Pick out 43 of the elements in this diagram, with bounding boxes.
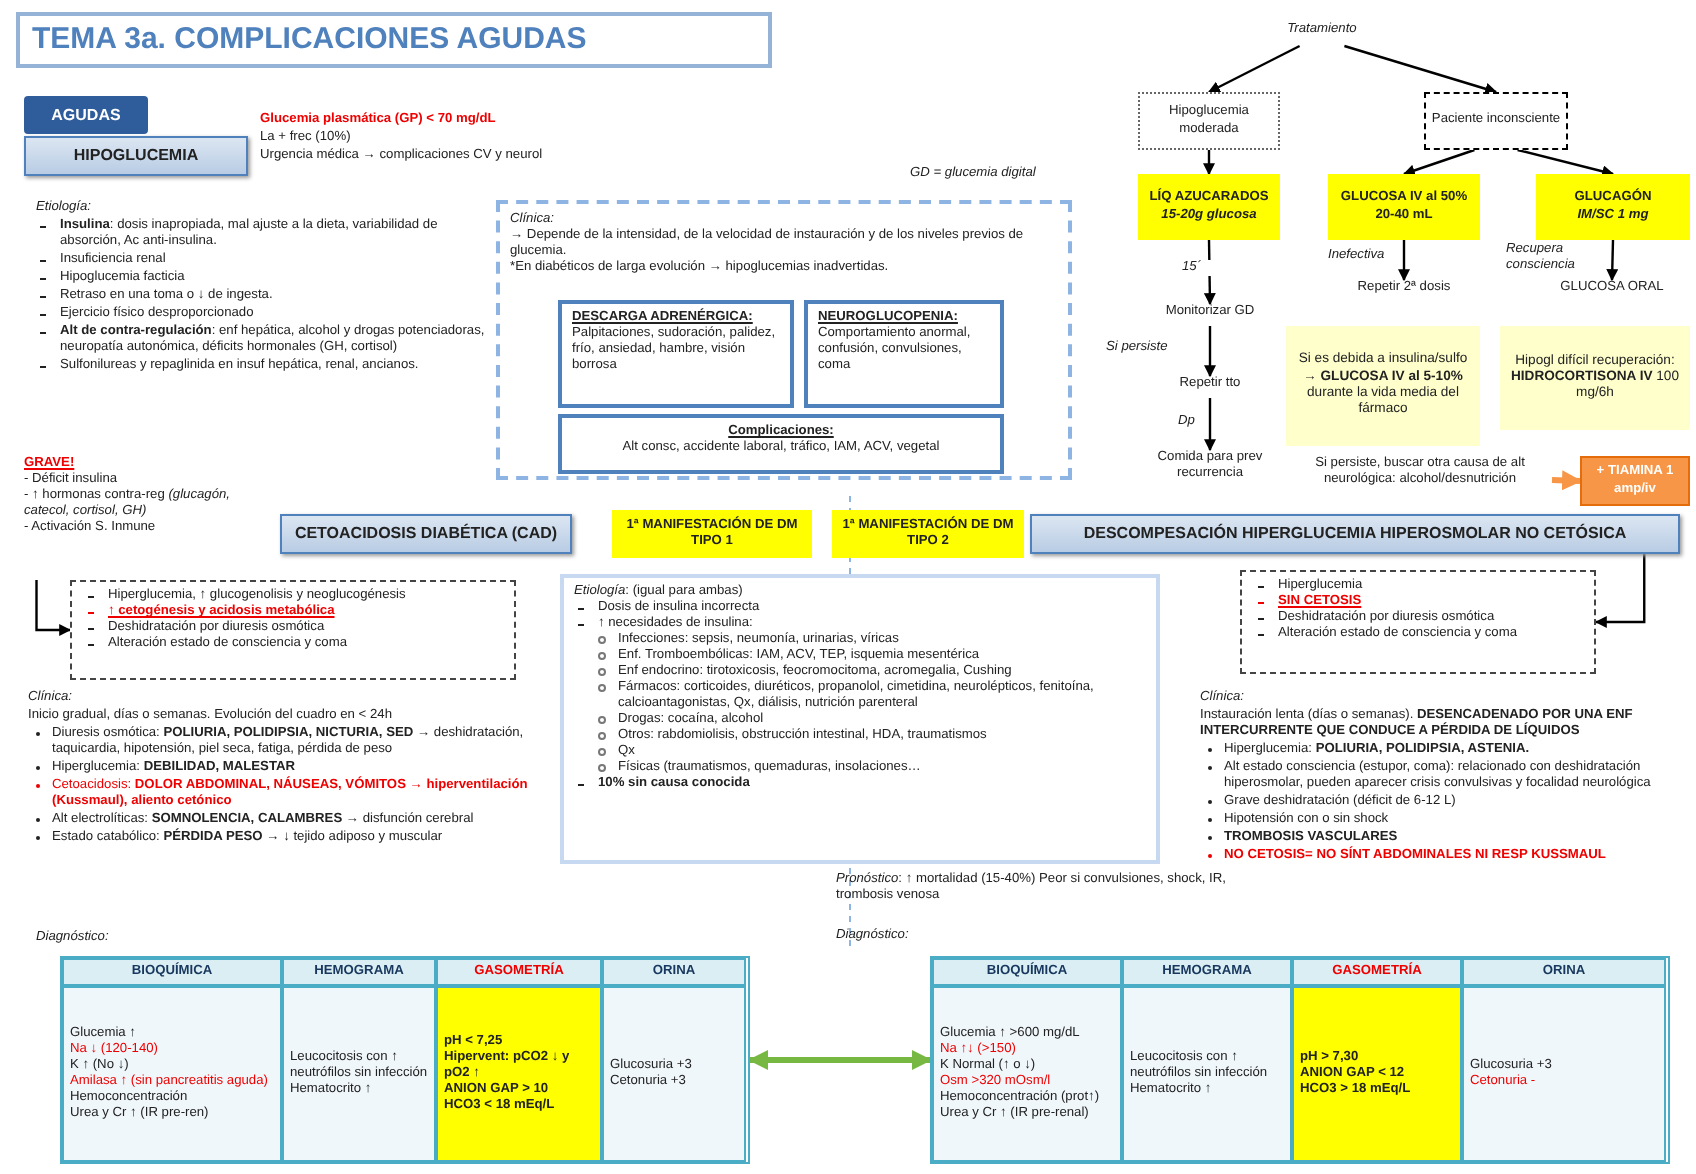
arrow xyxy=(1204,398,1216,452)
info-box xyxy=(804,300,1004,408)
flow-box xyxy=(1424,92,1568,150)
info-panel xyxy=(560,574,1160,864)
body-text: CETOACIDOSIS DIABÉTICA (CAD) xyxy=(294,524,558,544)
arrow xyxy=(1517,148,1615,178)
arrow xyxy=(1344,44,1498,95)
section-header xyxy=(24,136,248,176)
lab-table xyxy=(930,956,1670,1164)
body-text: AGUDAS xyxy=(51,105,121,125)
dashed-list-panel xyxy=(1240,570,1596,674)
arrow xyxy=(1606,239,1619,282)
arrow xyxy=(1402,148,1475,177)
section-header xyxy=(280,514,572,554)
arrow xyxy=(1203,150,1215,176)
treatment-box xyxy=(1536,174,1690,240)
treatment-box xyxy=(1138,174,1280,240)
lab-table xyxy=(60,956,750,1164)
flow-box xyxy=(1138,92,1280,150)
arrow xyxy=(1207,44,1301,94)
note-panel xyxy=(1500,326,1690,430)
highlight-box xyxy=(612,510,812,558)
arrow xyxy=(35,580,72,636)
arrow xyxy=(1203,239,1216,306)
arrow xyxy=(1398,240,1410,282)
treatment-box xyxy=(1580,456,1690,506)
note-panel xyxy=(1286,326,1480,446)
body-text: TEMA 3a. COMPLICACIONES AGUDAS xyxy=(32,22,589,59)
info-box xyxy=(558,414,1004,474)
arrow xyxy=(1551,470,1582,491)
body-text: DESCOMPESACIÓN HIPERGLUCEMIA HIPEROSMOLAR NO CETÓSICA xyxy=(1083,524,1627,544)
section-tab xyxy=(24,96,148,134)
title-banner xyxy=(16,12,772,68)
arrow xyxy=(1204,326,1216,378)
highlight-box xyxy=(832,510,1024,558)
arrow xyxy=(748,1050,932,1070)
info-box xyxy=(558,300,794,408)
treatment-box xyxy=(1328,174,1480,240)
dashed-list-panel xyxy=(70,580,516,680)
section-header xyxy=(1030,514,1680,554)
body-text: HIPOGLUCEMIA xyxy=(73,146,199,166)
dashed-panel xyxy=(496,200,1072,480)
arrow xyxy=(1594,554,1646,628)
